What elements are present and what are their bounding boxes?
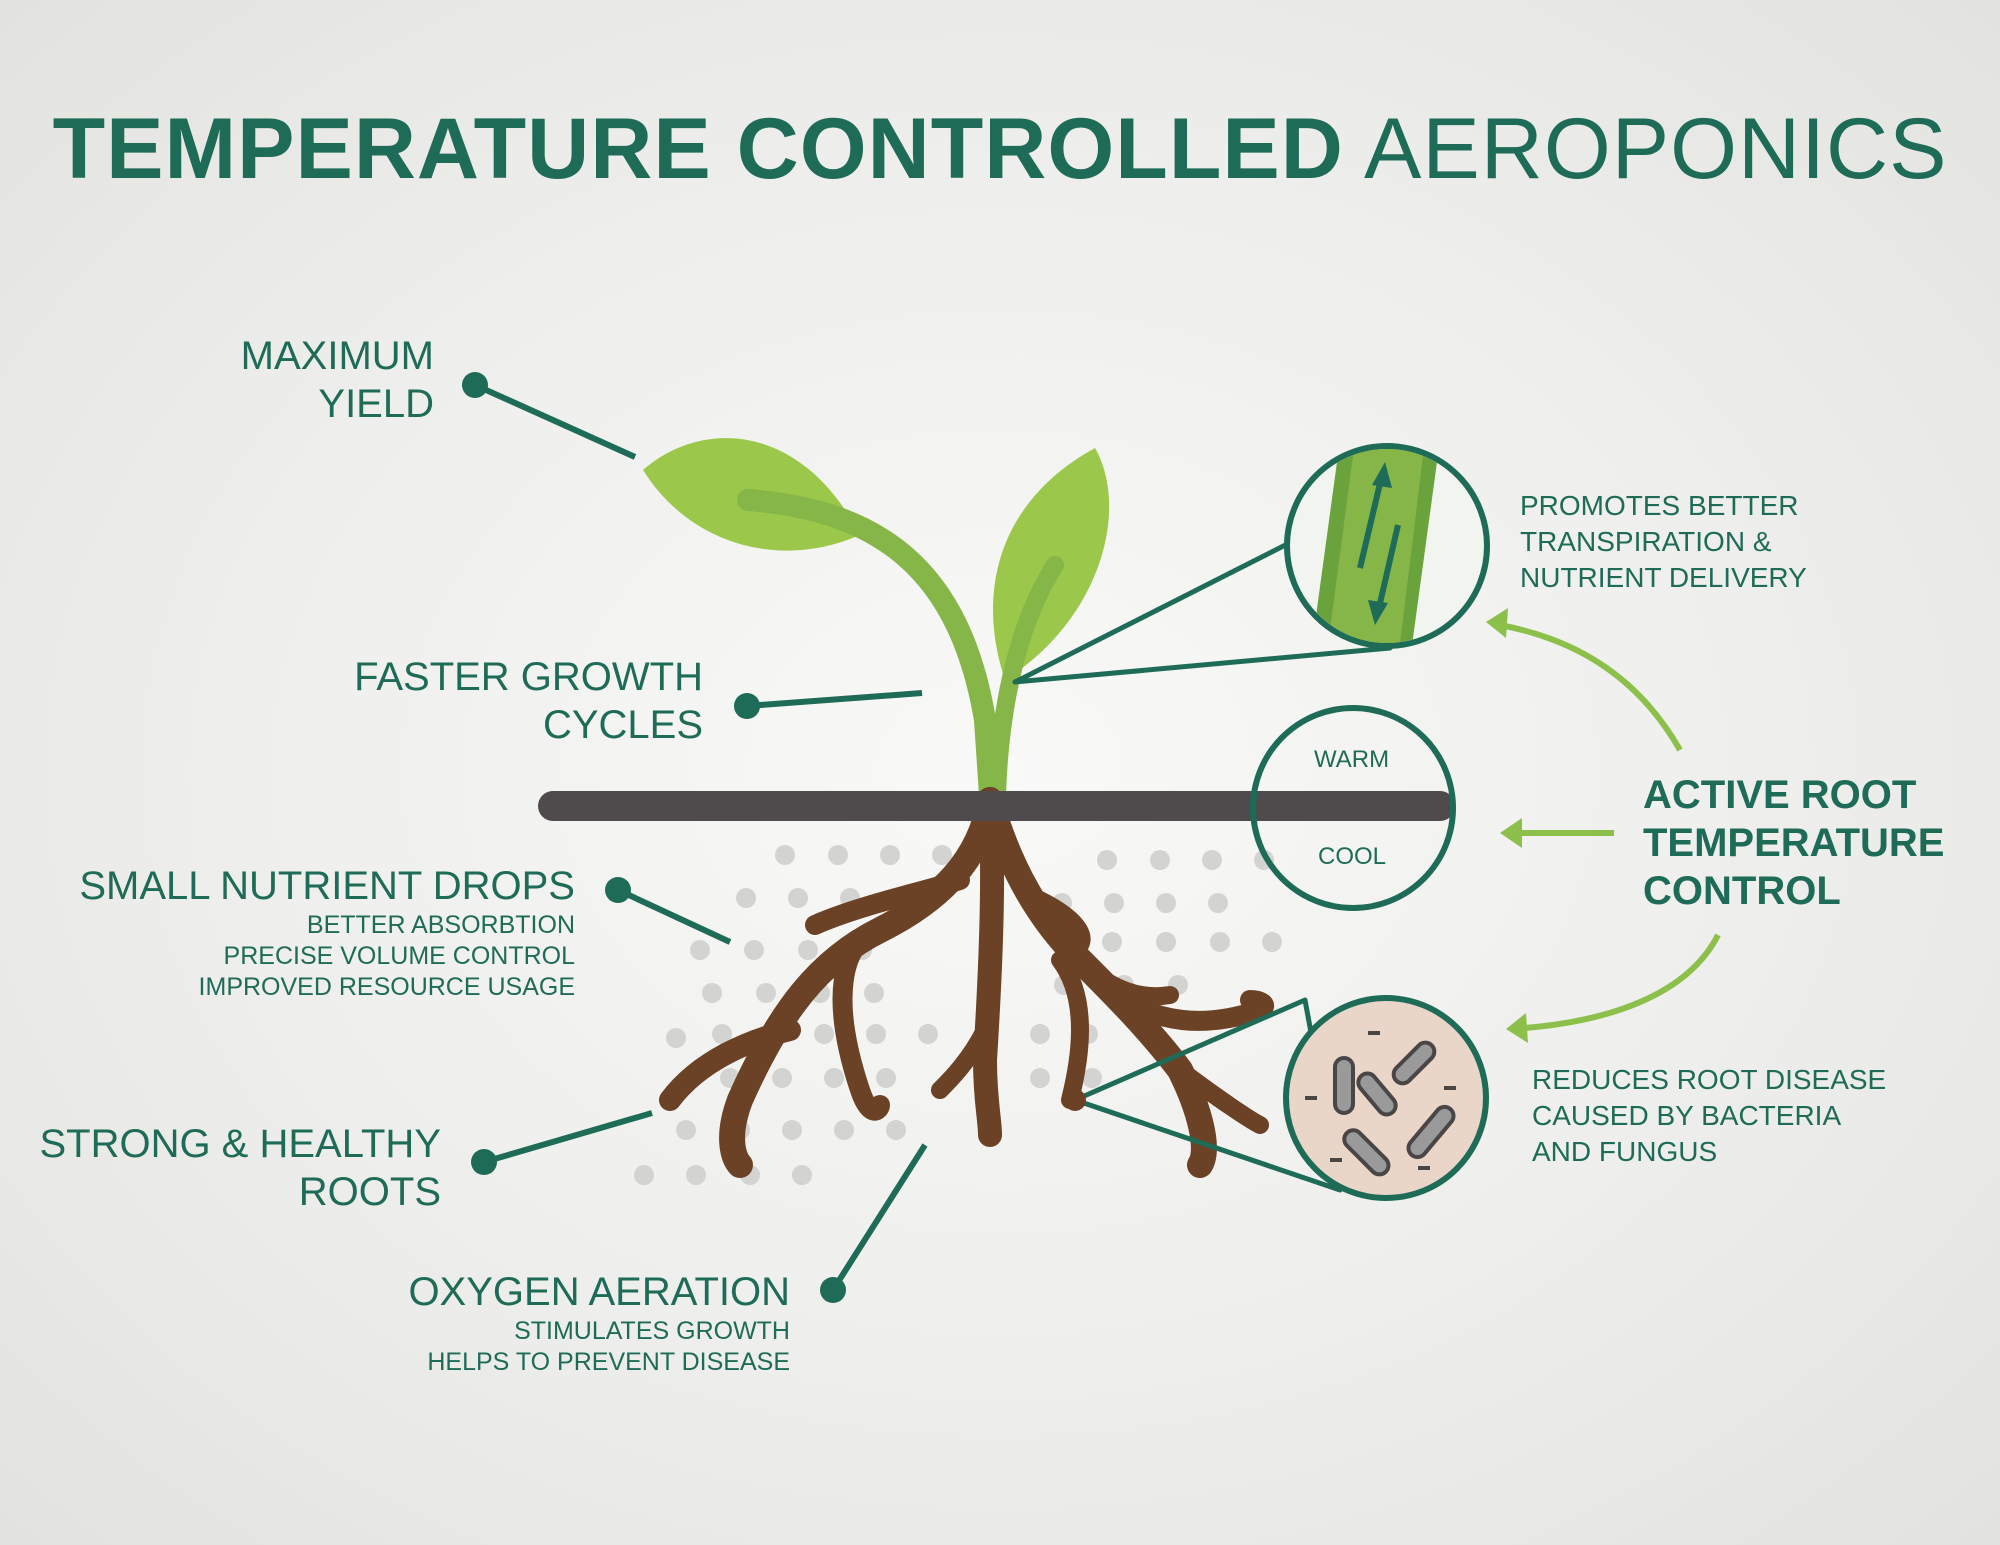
small-drops-line-1: BETTER ABSORBTION bbox=[306, 911, 575, 939]
root-disease-line-2: CAUSED BY BACTERIA bbox=[1532, 1100, 1842, 1131]
strong-roots-line-2: ROOTS bbox=[298, 1170, 441, 1214]
strong-roots-line-1: STRONG & HEALTHY bbox=[39, 1122, 441, 1166]
control-arrows bbox=[1486, 608, 1721, 1043]
droplet-dot bbox=[918, 1024, 938, 1044]
leader-dot-maximum-yield bbox=[462, 372, 488, 398]
droplet-dot bbox=[702, 983, 722, 1003]
droplet-dot bbox=[886, 1120, 906, 1140]
droplet-dot bbox=[1030, 1068, 1050, 1088]
droplet-dot bbox=[1030, 1024, 1050, 1044]
droplet-dot bbox=[1202, 850, 1222, 870]
stem-main bbox=[737, 489, 1001, 806]
droplet-dot bbox=[1262, 932, 1282, 952]
droplet-dot bbox=[876, 1068, 896, 1088]
leader-dot-strong-roots bbox=[471, 1149, 497, 1175]
active-root-line-3: CONTROL bbox=[1643, 869, 1841, 913]
droplet-dot bbox=[1082, 1068, 1102, 1088]
droplet-dot bbox=[690, 940, 710, 960]
label-transpiration: PROMOTES BETTER TRANSPIRATION & NUTRIENT… bbox=[1520, 488, 1807, 596]
roots bbox=[659, 787, 1275, 1178]
label-strong-roots: STRONG & HEALTHY ROOTS bbox=[39, 1120, 441, 1216]
droplet-dot bbox=[1210, 932, 1230, 952]
transpiration-line-1: PROMOTES BETTER bbox=[1520, 490, 1799, 521]
label-oxygen: OXYGEN AERATION STIMULATES GROWTH HELPS … bbox=[408, 1268, 790, 1378]
leader-dot-oxygen bbox=[820, 1277, 846, 1303]
small-drops-line-2: PRECISE VOLUME CONTROL bbox=[223, 942, 575, 970]
title-light: AEROPONICS bbox=[1363, 101, 1948, 197]
warm-label: WARM bbox=[1314, 746, 1390, 773]
leader-small-drops bbox=[616, 887, 732, 945]
faster-growth-line-1: FASTER GROWTH bbox=[354, 655, 703, 699]
droplet-dot bbox=[736, 888, 756, 908]
label-root-disease: REDUCES ROOT DISEASE CAUSED BY BACTERIA … bbox=[1532, 1062, 1886, 1170]
label-small-drops: SMALL NUTRIENT DROPS BETTER ABSORBTION P… bbox=[79, 862, 575, 1003]
title-bold: TEMPERATURE CONTROLLED bbox=[52, 101, 1344, 197]
droplet-dot bbox=[792, 1165, 812, 1185]
droplet-dot bbox=[828, 845, 848, 865]
droplet-dot bbox=[932, 845, 952, 865]
droplet-dot bbox=[676, 1120, 696, 1140]
droplet-dot bbox=[1156, 932, 1176, 952]
droplet-dot bbox=[634, 1165, 654, 1185]
droplet-dot bbox=[864, 983, 884, 1003]
active-root-line-1: ACTIVE ROOT bbox=[1643, 773, 1917, 817]
droplet-dot bbox=[782, 1120, 802, 1140]
droplet-dot bbox=[712, 1024, 732, 1044]
droplet-dot bbox=[666, 1028, 686, 1048]
cool-label: COOL bbox=[1318, 843, 1387, 870]
droplet-dot bbox=[814, 1024, 834, 1044]
oxygen-heading: OXYGEN AERATION bbox=[408, 1270, 790, 1314]
faster-growth-line-2: CYCLES bbox=[542, 703, 703, 747]
maximum-yield-line-2: YIELD bbox=[318, 382, 434, 426]
droplet-dot bbox=[788, 888, 808, 908]
oxygen-line-1: STIMULATES GROWTH bbox=[514, 1317, 790, 1345]
droplet-dot bbox=[834, 1120, 854, 1140]
flow-arrows-icon bbox=[1357, 462, 1401, 625]
small-drops-line-3: IMPROVED RESOURCE USAGE bbox=[198, 973, 575, 1001]
droplet-dot bbox=[775, 845, 795, 865]
root-disease-line-3: AND FUNGUS bbox=[1532, 1136, 1718, 1167]
droplet-dot bbox=[1097, 850, 1117, 870]
leader-faster-growth bbox=[746, 690, 923, 709]
bacteria-circle bbox=[1283, 995, 1489, 1201]
maximum-yield-line-1: MAXIMUM bbox=[240, 334, 434, 378]
droplet-dot bbox=[756, 983, 776, 1003]
leader-maximum-yield bbox=[473, 382, 637, 460]
leader-dot-small-drops bbox=[605, 877, 631, 903]
root-disease-line-1: REDUCES ROOT DISEASE bbox=[1532, 1064, 1887, 1095]
bacteria-dashes bbox=[1305, 1031, 1456, 1170]
oxygen-line-2: HELPS TO PREVENT DISEASE bbox=[427, 1348, 790, 1376]
stem-zoom-circle bbox=[1284, 443, 1490, 649]
page-title: TEMPERATURE CONTROLLED AEROPONICS bbox=[0, 100, 2000, 199]
leader-dot-faster-growth bbox=[734, 693, 760, 719]
droplet-dot bbox=[1208, 893, 1228, 913]
stem-branch bbox=[988, 556, 1064, 804]
droplet-dot bbox=[772, 1068, 792, 1088]
root-zoom-anchor bbox=[1064, 1089, 1086, 1111]
temperature-circle bbox=[1250, 705, 1456, 911]
leader-oxygen bbox=[830, 1143, 928, 1292]
transpiration-line-2: TRANSPIRATION & bbox=[1520, 526, 1772, 557]
active-root-line-2: TEMPERATURE bbox=[1643, 821, 1945, 865]
callout-leaders-left bbox=[462, 372, 928, 1303]
droplet-dot bbox=[866, 1024, 886, 1044]
droplet-dot bbox=[798, 940, 818, 960]
droplet-dot bbox=[880, 845, 900, 865]
droplet-dot bbox=[1102, 932, 1122, 952]
leader-strong-roots bbox=[483, 1110, 653, 1165]
bacteria-icon bbox=[1333, 1040, 1456, 1177]
droplet-dot bbox=[1150, 850, 1170, 870]
droplet-dot bbox=[824, 1068, 844, 1088]
small-drops-heading: SMALL NUTRIENT DROPS bbox=[79, 864, 575, 908]
droplet-dot bbox=[744, 940, 764, 960]
droplet-dot bbox=[1104, 893, 1124, 913]
label-active-root: ACTIVE ROOT TEMPERATURE CONTROL bbox=[1643, 771, 1944, 915]
label-maximum-yield: MAXIMUM YIELD bbox=[241, 332, 434, 428]
droplet-dot bbox=[1156, 893, 1176, 913]
label-faster-growth: FASTER GROWTH CYCLES bbox=[354, 653, 703, 749]
transpiration-line-3: NUTRIENT DELIVERY bbox=[1520, 562, 1807, 593]
droplet-dot bbox=[686, 1165, 706, 1185]
